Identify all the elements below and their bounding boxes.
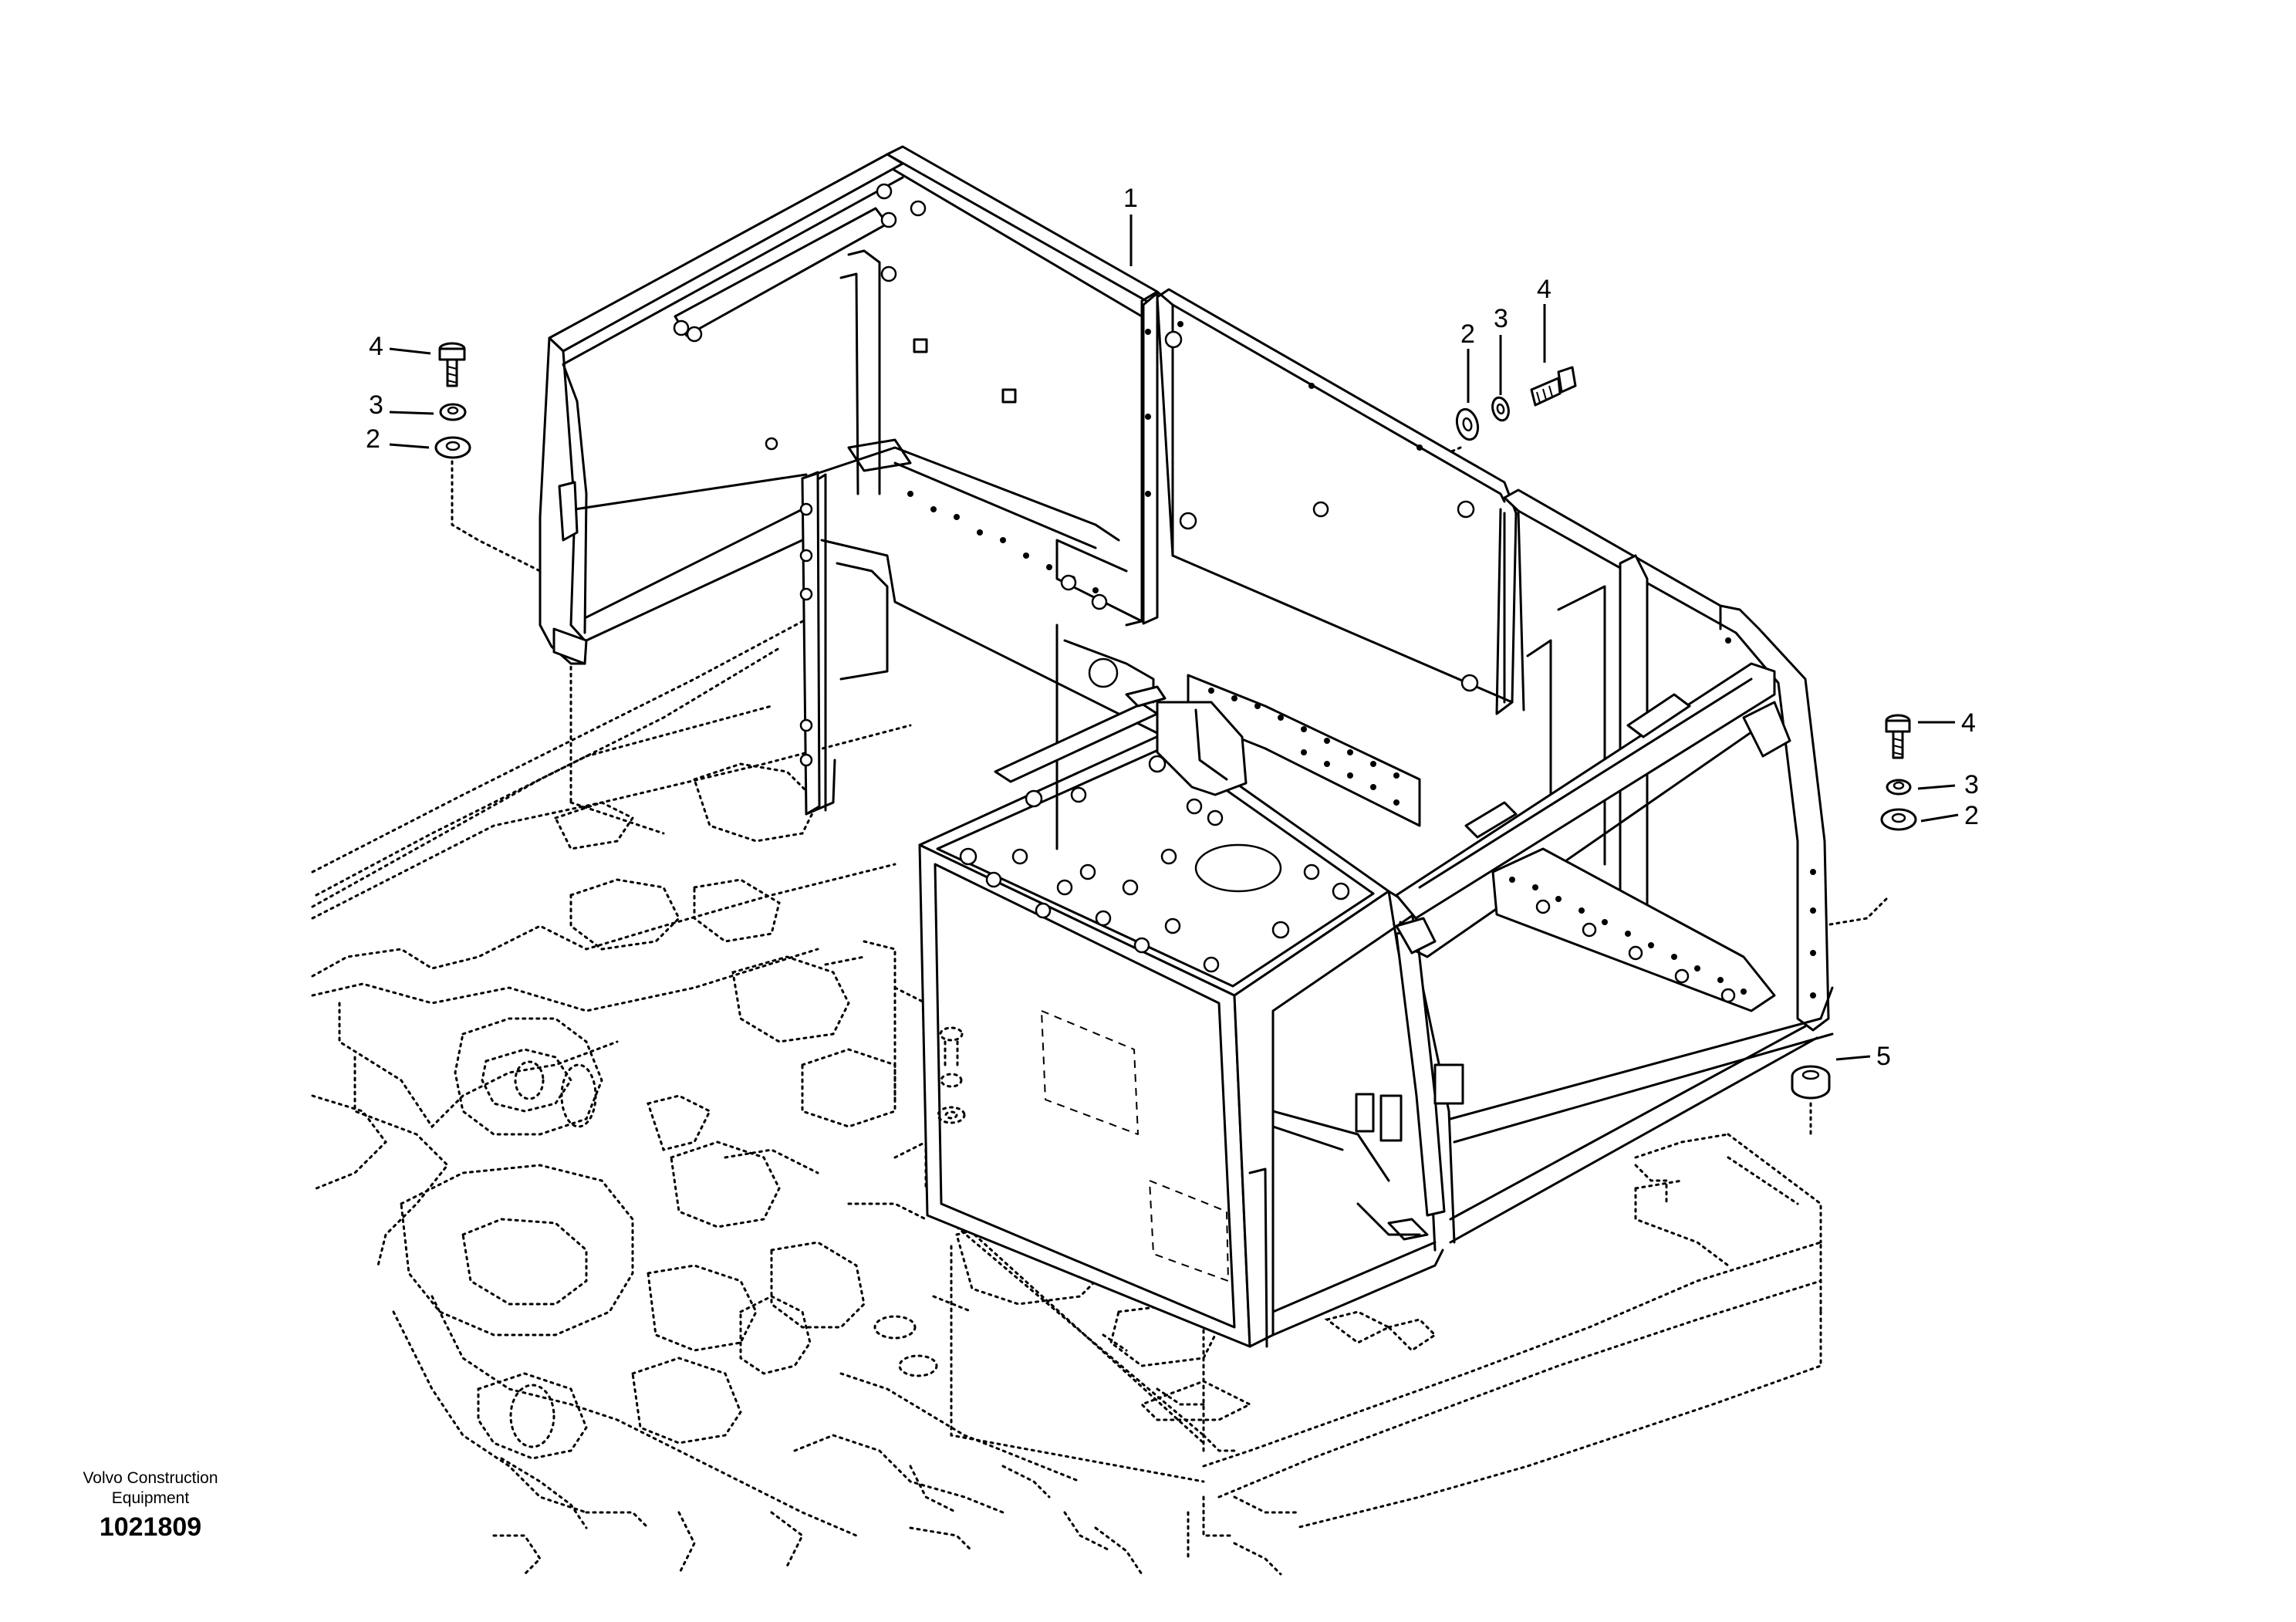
- callout-1: 1: [1123, 184, 1138, 213]
- bolt-icon: [438, 342, 466, 387]
- callout-3-left: 3: [369, 390, 383, 420]
- rear-right-frame: [1395, 488, 1834, 1244]
- callout-2-upper: 2: [1460, 319, 1475, 349]
- callout-5: 5: [1876, 1042, 1891, 1071]
- callout-4-right: 4: [1961, 708, 1976, 738]
- callout-labels: 1 2 3 4 2 3 4 4 3 2 5: [366, 184, 1979, 1071]
- dotted-hardware-front: [937, 1026, 966, 1124]
- channel-holes: [1208, 688, 1400, 806]
- callout-3-right: 3: [1964, 770, 1979, 799]
- flat-washer-icon: [1455, 407, 1480, 441]
- top-deck-holes: [959, 755, 1350, 973]
- hardware-stack-left: [434, 342, 471, 459]
- callout-2-left: 2: [366, 424, 380, 454]
- bolt-icon: [1885, 714, 1911, 759]
- machine-base-outline: [311, 446, 1888, 1576]
- callout-4-upper: 4: [1537, 275, 1551, 304]
- publisher-name-line1: Volvo Construction: [83, 1469, 218, 1487]
- bottom-rail-holes: [1509, 877, 1747, 1003]
- flat-washer-icon: [434, 436, 471, 459]
- callout-3-upper: 3: [1494, 304, 1508, 333]
- front-box-frame: [918, 732, 1464, 1348]
- callout-leaders: [389, 215, 1959, 1061]
- flat-washer-icon: [1880, 808, 1917, 831]
- illustration-number: 1021809: [99, 1512, 202, 1542]
- callout-4-left: 4: [369, 332, 383, 361]
- lock-washer-icon: [1491, 396, 1510, 422]
- rear-left-frame: [539, 145, 1159, 816]
- bolt-icon: [1530, 366, 1577, 407]
- hardware-stack-upper-right: [1455, 366, 1577, 441]
- publisher-name-line2: Equipment: [111, 1489, 190, 1507]
- lock-washer-icon: [1886, 779, 1912, 796]
- callout-2-right: 2: [1964, 801, 1979, 830]
- lock-washer-icon: [439, 403, 467, 421]
- hardware-stack-right: [1880, 714, 1917, 831]
- rear-center-panel: [820, 288, 1518, 850]
- rubber-mount-icon: [1791, 1065, 1831, 1100]
